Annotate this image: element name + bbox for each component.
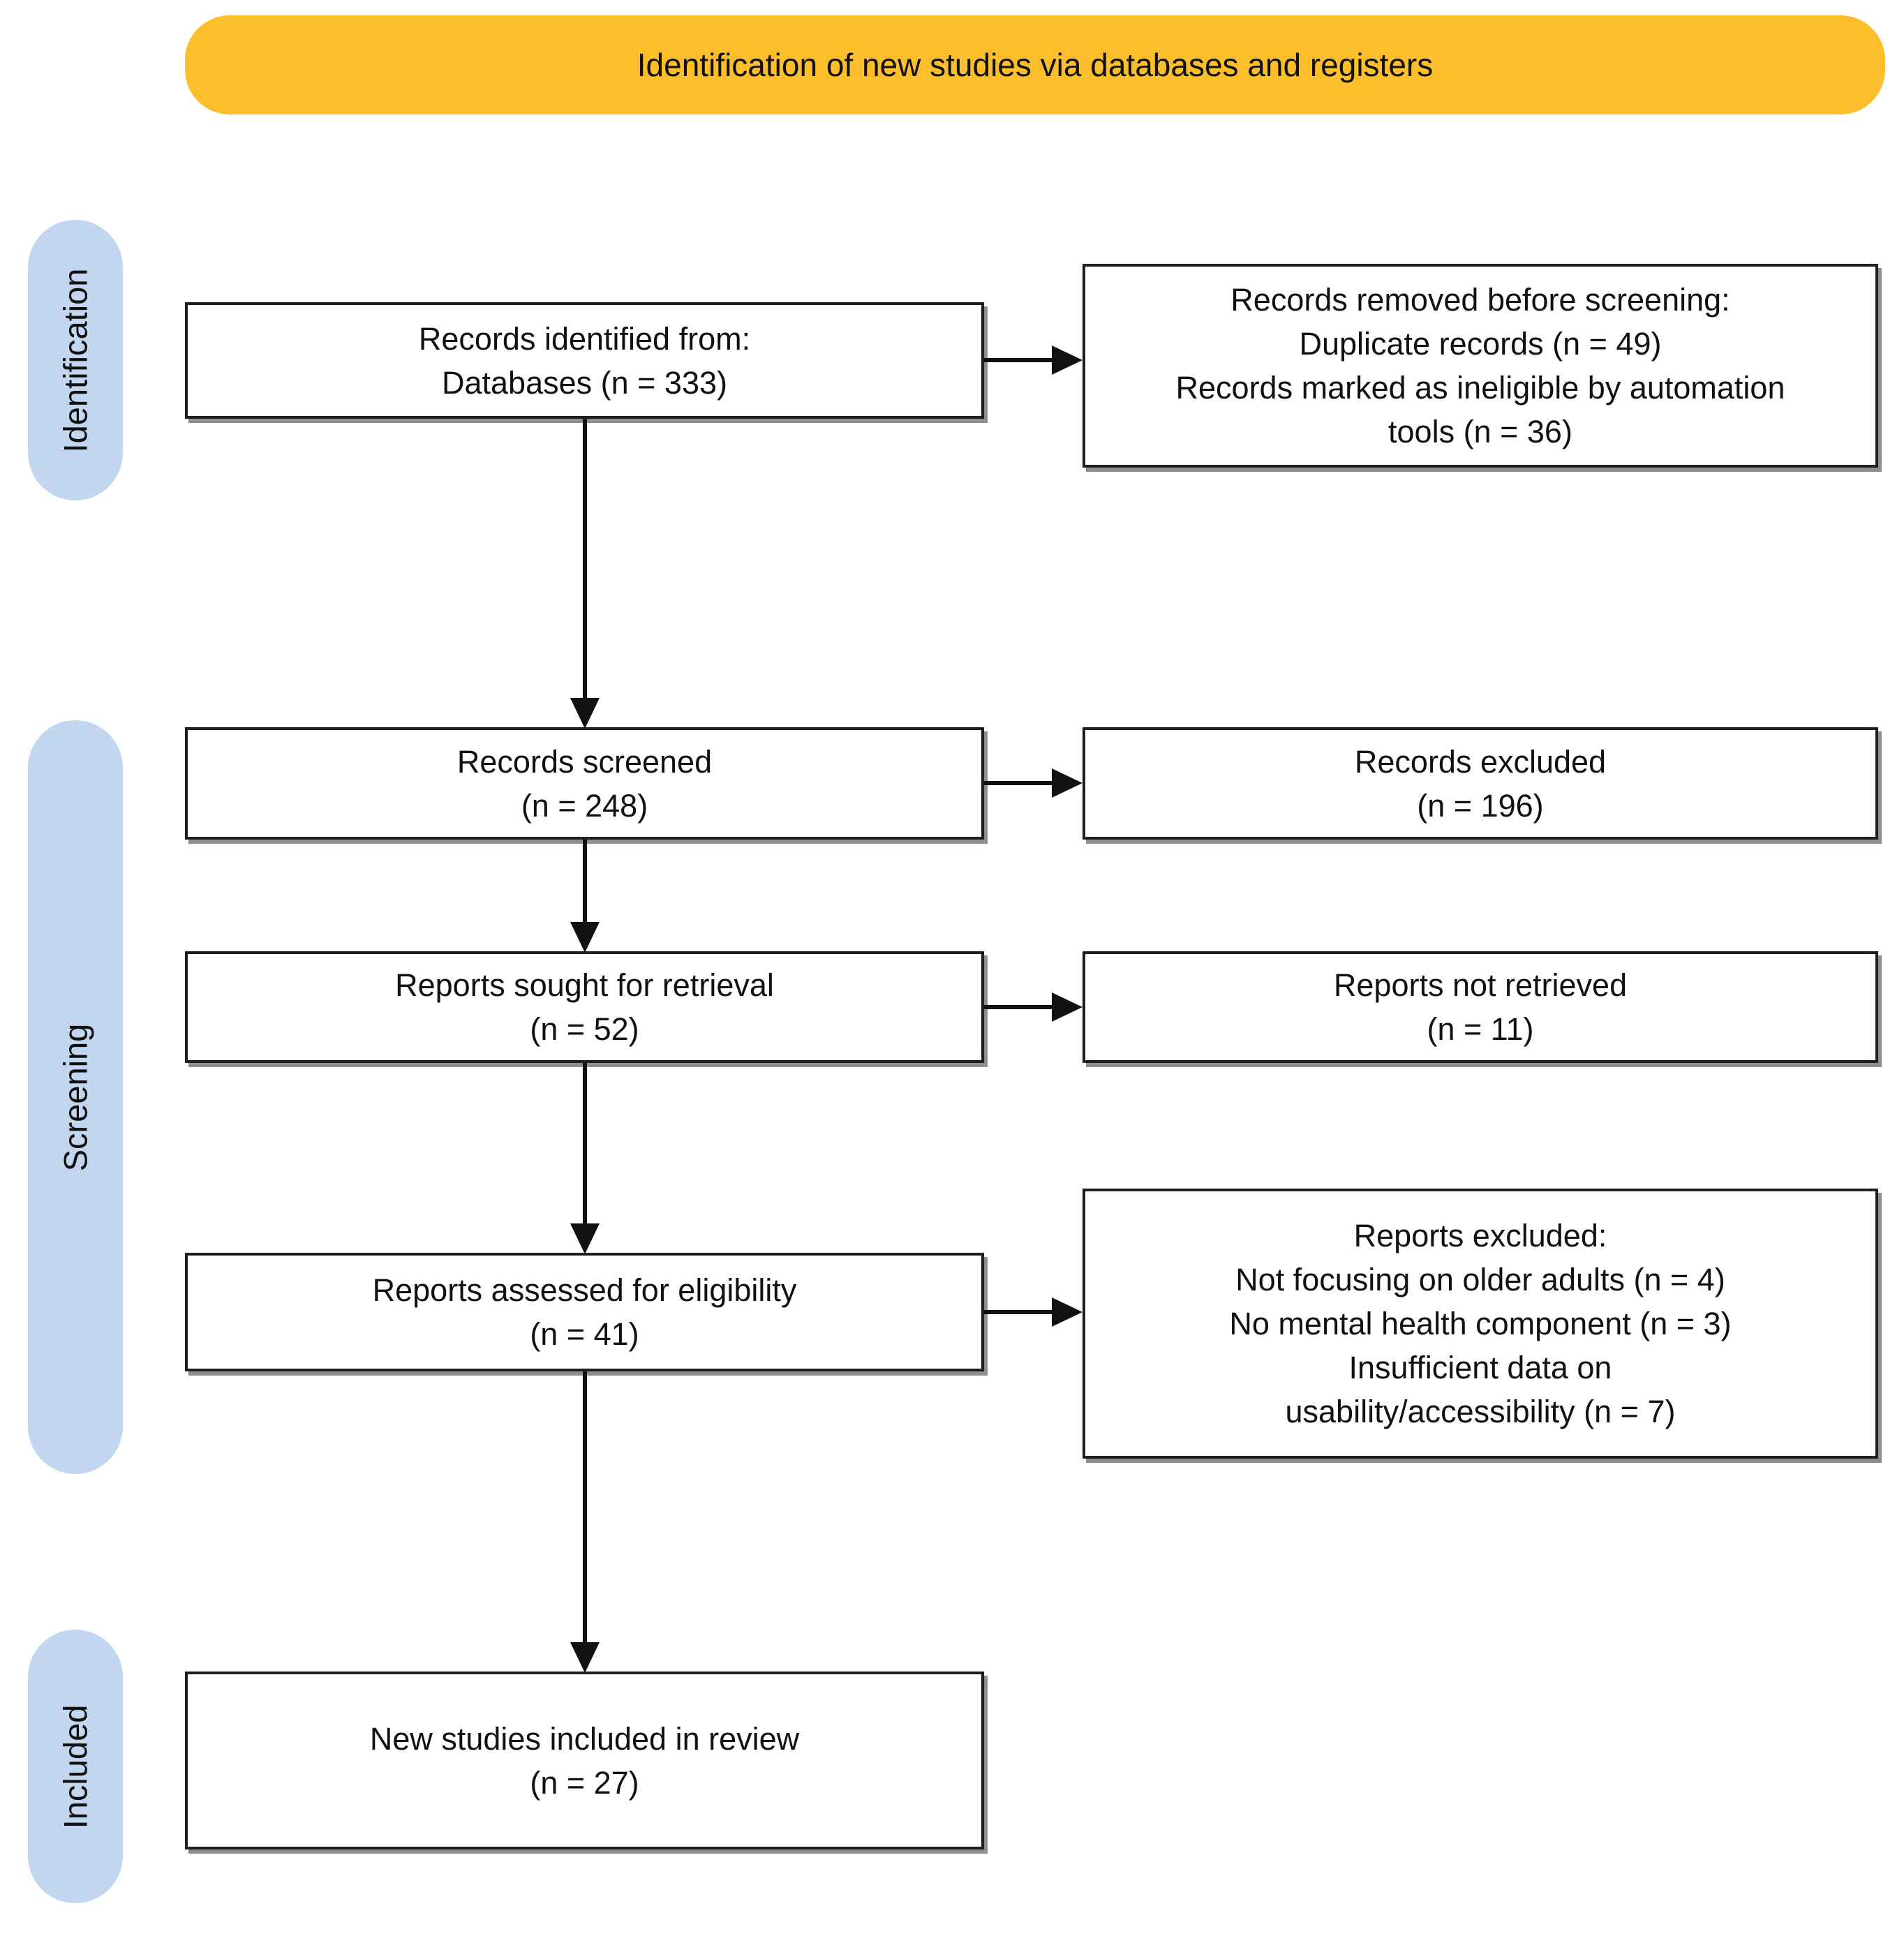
stage-pill-screening: Screening bbox=[28, 720, 123, 1474]
banner-title: Identification of new studies via databa… bbox=[185, 15, 1885, 114]
box-line: Duplicate records (n = 49) bbox=[1299, 326, 1662, 362]
box-records-identified: Records identified from: Databases (n = … bbox=[185, 302, 984, 419]
box-records-removed: Records removed before screening: Duplic… bbox=[1083, 264, 1878, 468]
arrow-identified-to-screened bbox=[583, 419, 587, 698]
box-line: (n = 41) bbox=[530, 1316, 639, 1352]
arrow-screened-to-sought bbox=[583, 840, 587, 922]
arrowhead-down-icon bbox=[570, 1223, 600, 1254]
stage-label-screening: Screening bbox=[57, 1023, 94, 1171]
arrowhead-right-icon bbox=[1052, 1297, 1083, 1327]
box-line: New studies included in review bbox=[369, 1720, 800, 1757]
arrowhead-down-icon bbox=[570, 698, 600, 729]
box-line: Reports not retrieved bbox=[1333, 967, 1628, 1003]
stage-pill-included: Included bbox=[28, 1630, 123, 1903]
box-line: Records identified from: bbox=[418, 320, 751, 357]
arrow-screened-to-excluded bbox=[984, 781, 1052, 785]
arrowhead-right-icon bbox=[1052, 992, 1083, 1022]
stage-label-identification: Identification bbox=[57, 268, 94, 452]
box-line: (n = 11) bbox=[1427, 1011, 1534, 1047]
box-reports-sought: Reports sought for retrieval (n = 52) bbox=[185, 951, 984, 1063]
box-line: Records removed before screening: bbox=[1230, 282, 1730, 318]
arrowhead-down-icon bbox=[570, 922, 600, 953]
box-records-excluded: Records excluded (n = 196) bbox=[1083, 727, 1878, 840]
box-line: Reports sought for retrieval bbox=[395, 967, 774, 1003]
box-line: Insufficient data on bbox=[1348, 1350, 1612, 1385]
box-records-screened: Records screened (n = 248) bbox=[185, 727, 984, 840]
arrow-assessed-to-included bbox=[583, 1371, 587, 1642]
box-line: usability/accessibility (n = 7) bbox=[1285, 1394, 1676, 1429]
arrowhead-right-icon bbox=[1052, 768, 1083, 798]
box-line: No mental health component (n = 3) bbox=[1229, 1306, 1732, 1341]
box-line: (n = 52) bbox=[530, 1011, 639, 1047]
arrowhead-right-icon bbox=[1052, 345, 1083, 375]
arrow-sought-to-assessed bbox=[583, 1063, 587, 1223]
stage-label-included: Included bbox=[57, 1704, 94, 1829]
stage-pill-identification: Identification bbox=[28, 220, 123, 500]
box-reports-assessed: Reports assessed for eligibility (n = 41… bbox=[185, 1253, 984, 1371]
box-reports-excluded: Reports excluded: Not focusing on older … bbox=[1083, 1189, 1878, 1459]
box-reports-not-retrieved: Reports not retrieved (n = 11) bbox=[1083, 951, 1878, 1063]
box-line: tools (n = 36) bbox=[1388, 414, 1572, 449]
box-line: Records screened bbox=[456, 743, 713, 780]
arrow-sought-to-not-retrieved bbox=[984, 1005, 1052, 1009]
box-line: Records marked as ineligible by automati… bbox=[1175, 370, 1785, 405]
box-line: (n = 196) bbox=[1417, 787, 1544, 824]
box-new-studies-included: New studies included in review (n = 27) bbox=[185, 1672, 984, 1849]
box-line: Reports excluded: bbox=[1353, 1218, 1607, 1253]
arrowhead-down-icon bbox=[570, 1642, 600, 1673]
box-line: Databases (n = 333) bbox=[441, 364, 727, 401]
arrow-identified-to-removed bbox=[984, 358, 1052, 362]
box-line: Records excluded bbox=[1354, 743, 1607, 780]
box-line: Reports assessed for eligibility bbox=[372, 1272, 797, 1308]
box-line: Not focusing on older adults (n = 4) bbox=[1235, 1262, 1725, 1297]
box-line: (n = 27) bbox=[530, 1764, 639, 1801]
box-line: (n = 248) bbox=[521, 787, 648, 824]
banner-title-text: Identification of new studies via databa… bbox=[637, 47, 1434, 83]
arrow-assessed-to-reports-excluded bbox=[984, 1310, 1052, 1314]
